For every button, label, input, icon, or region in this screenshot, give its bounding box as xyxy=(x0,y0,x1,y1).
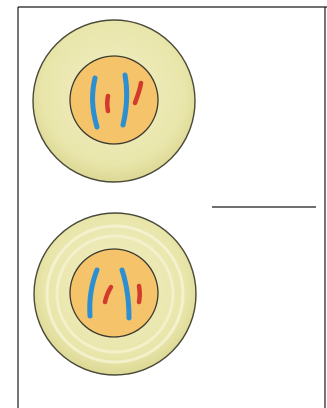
cell-top xyxy=(33,20,195,182)
nucleus xyxy=(70,249,158,337)
chromosome-short-red xyxy=(139,286,140,302)
nucleus xyxy=(70,56,158,144)
chromosome-short-red xyxy=(107,96,108,111)
cell-bottom xyxy=(34,213,196,375)
